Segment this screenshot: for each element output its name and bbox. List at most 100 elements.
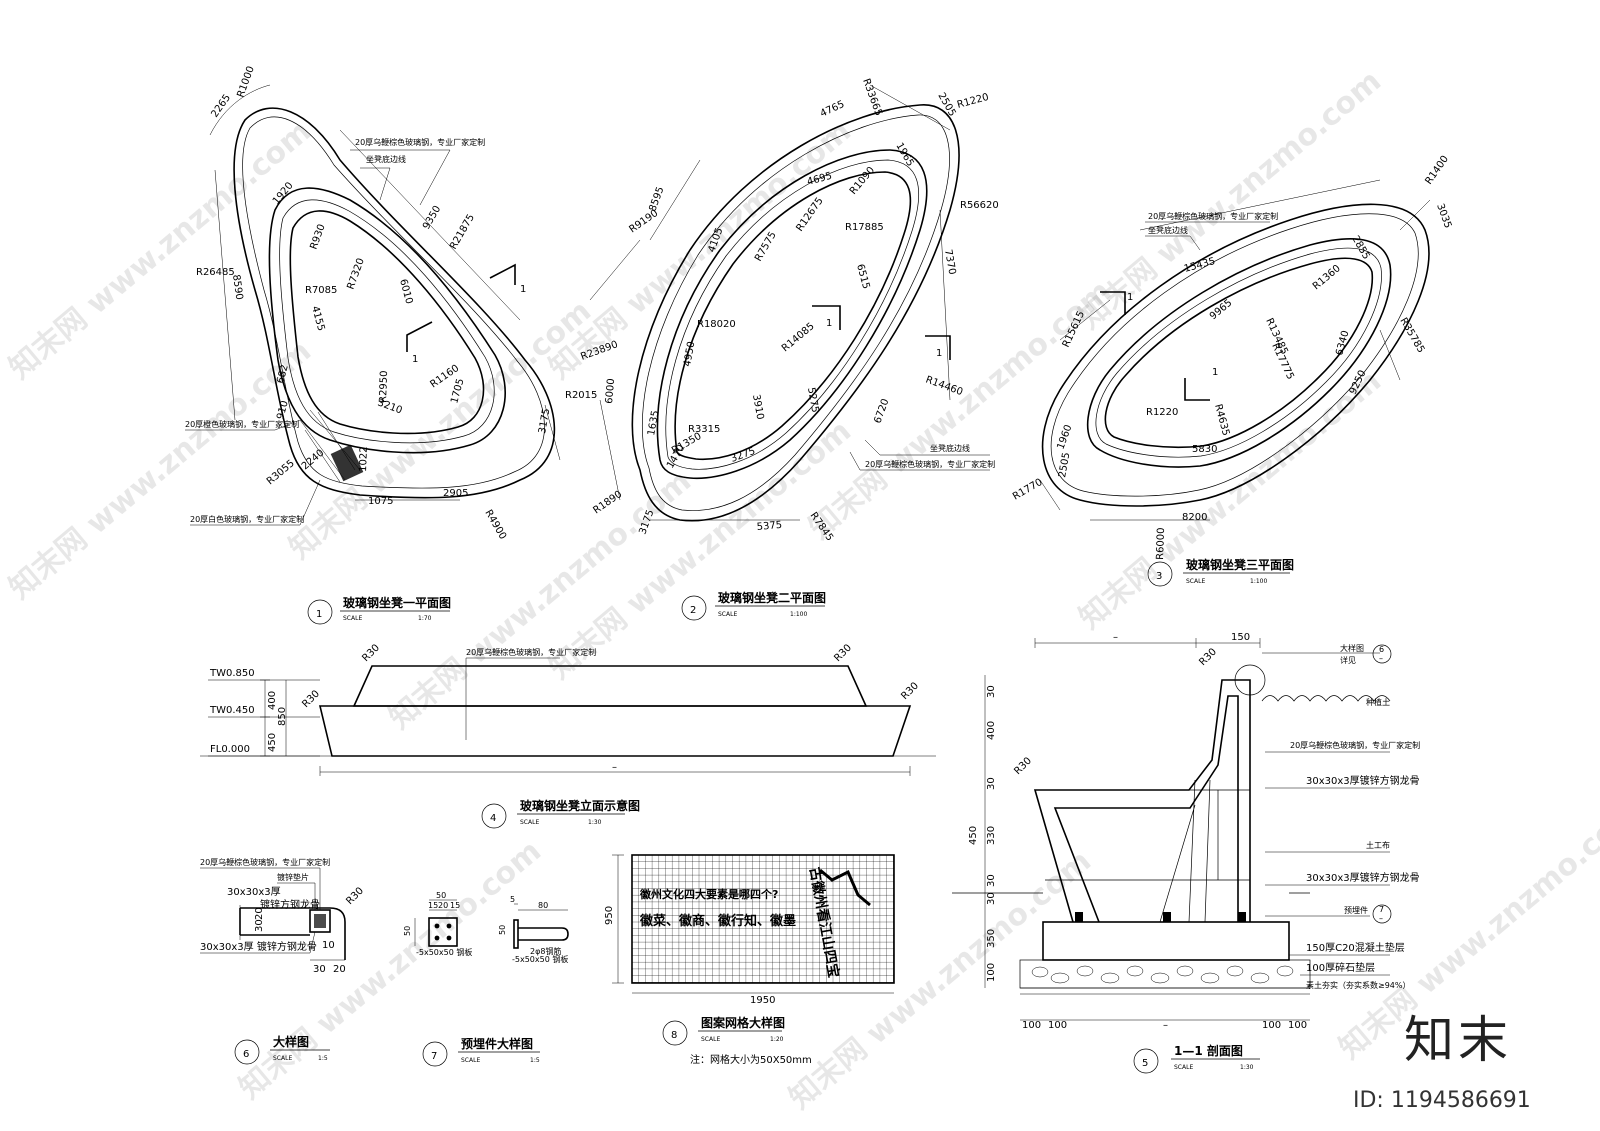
svg-text:20厚乌鞭棕色玻璃钢，专业厂家定制: 20厚乌鞭棕色玻璃钢，专业厂家定制 [1290, 740, 1420, 750]
watermark-text: 知末网 www.znzmo.com [283, 294, 598, 567]
svg-text:5: 5 [1142, 1058, 1148, 1069]
svg-text:SCALE: SCALE [461, 1057, 480, 1064]
svg-text:R7085: R7085 [305, 285, 337, 296]
svg-text:SCALE: SCALE [718, 611, 737, 618]
plan1-outer-inner-line [242, 116, 545, 489]
svg-text:30: 30 [986, 874, 997, 887]
svg-text:6720: 6720 [872, 397, 891, 425]
svg-text:玻璃钢坐凳三平面图: 玻璃钢坐凳三平面图 [1186, 557, 1294, 572]
svg-text:150厚C20混凝土垫层: 150厚C20混凝土垫层 [1306, 941, 1405, 954]
svg-text:1:5: 1:5 [318, 1055, 328, 1062]
watermark-text: 知末网 www.znzmo.com [3, 114, 318, 387]
svg-text:1:30: 1:30 [588, 819, 602, 826]
svg-text:6515: 6515 [854, 263, 871, 290]
svg-text:5: 5 [510, 895, 515, 904]
svg-text:1635: 1635 [646, 410, 661, 437]
svg-text:镀锌方钢龙骨: 镀锌方钢龙骨 [260, 898, 320, 911]
svg-text:R14460: R14460 [924, 374, 964, 398]
plan2-seat-mid [665, 159, 919, 470]
svg-text:–: – [1163, 1020, 1168, 1031]
svg-text:6340: 6340 [1334, 329, 1351, 356]
svg-text:8200: 8200 [1182, 512, 1207, 523]
svg-text:TW0.850: TW0.850 [209, 668, 255, 679]
svg-text:坐凳底边线: 坐凳底边线 [366, 154, 406, 164]
svg-text:徽州文化四大要素是哪四个?: 徽州文化四大要素是哪四个? [639, 887, 778, 901]
svg-text:20厚乌鞭棕色玻璃钢，专业厂家定制: 20厚乌鞭棕色玻璃钢，专业厂家定制 [1148, 211, 1278, 221]
plan1-seat-outer [268, 187, 506, 454]
svg-text:R30: R30 [300, 688, 322, 710]
svg-text:大样图: 大样图 [1340, 643, 1364, 653]
svg-text:4950: 4950 [682, 341, 697, 368]
image-id: ID: 1194586691 [1353, 1088, 1531, 1113]
pattern-grid-lines [632, 855, 894, 983]
svg-text:R7320: R7320 [345, 257, 366, 291]
svg-text:100: 100 [1022, 1020, 1041, 1031]
svg-text:7370: 7370 [942, 249, 957, 276]
svg-text:30: 30 [986, 892, 997, 905]
svg-text:20厚乌鞭棕色玻璃钢，专业厂家定制: 20厚乌鞭棕色玻璃钢，专业厂家定制 [200, 857, 330, 867]
plan3-seat-mid [1095, 247, 1382, 458]
svg-text:100厚碎石垫层: 100厚碎石垫层 [1306, 961, 1375, 974]
svg-text:1965: 1965 [893, 141, 915, 169]
section-marker [1100, 291, 1126, 315]
svg-text:30x30x3厚 镀锌方钢龙骨: 30x30x3厚 镀锌方钢龙骨 [200, 940, 317, 953]
svg-text:1960: 1960 [1055, 423, 1074, 451]
svg-text:大样图: 大样图 [273, 1034, 309, 1049]
svg-text:4: 4 [490, 813, 496, 824]
svg-text:100: 100 [1048, 1020, 1067, 1031]
svg-text:1: 1 [936, 348, 942, 359]
svg-text:3035: 3035 [1434, 202, 1453, 230]
watermark-text: 知末网 www.znzmo.com [1073, 364, 1388, 637]
svg-text:8590: 8590 [230, 274, 244, 301]
svg-text:SCALE: SCALE [520, 819, 539, 826]
svg-text:1022: 1022 [358, 446, 370, 472]
svg-text:100: 100 [1288, 1020, 1307, 1031]
svg-text:预埋件大样图: 预埋件大样图 [461, 1036, 533, 1051]
svg-text:1950: 1950 [750, 995, 775, 1006]
plan2-outer [631, 104, 960, 522]
svg-text:1:5: 1:5 [530, 1057, 540, 1064]
svg-text:20: 20 [333, 964, 346, 975]
svg-text:R1220: R1220 [956, 92, 990, 111]
svg-text:2φ8钢筋: 2φ8钢筋 [530, 946, 561, 956]
brand-logo: 知末 [1404, 1011, 1512, 1069]
svg-text:30: 30 [254, 919, 265, 932]
watermark-text: 知末网 www.znzmo.com [543, 114, 858, 387]
svg-text:2505: 2505 [935, 91, 957, 119]
svg-text:–: – [1113, 632, 1118, 643]
svg-text:土工布: 土工布 [1366, 840, 1390, 850]
plan3-seat-inner [1104, 257, 1374, 449]
svg-text:–: – [612, 762, 617, 773]
svg-text:徽菜、徽商、徽行知、徽墨: 徽菜、徽商、徽行知、徽墨 [639, 913, 796, 929]
svg-text:种植土: 种植土 [1366, 697, 1390, 707]
svg-text:1:70: 1:70 [418, 615, 432, 622]
detail8-title-block: 8 图案网格大样图 SCALE 1:20 注：网格大小为50X50mm [662, 1015, 812, 1066]
svg-text:SCALE: SCALE [1186, 578, 1205, 585]
plan2-seat-inner [674, 171, 912, 461]
svg-text:3910: 3910 [750, 394, 765, 421]
svg-text:1: 1 [826, 318, 832, 329]
svg-text:坐凳底边线: 坐凳底边线 [1148, 225, 1188, 235]
gravel-pattern [1031, 965, 1294, 984]
svg-text:R6000: R6000 [1155, 527, 1167, 560]
plan3-title-block: 3 玻璃钢坐凳三平面图 SCALE 1:100 [1147, 557, 1294, 587]
svg-text:素土夯实（夯实系数≥94%）: 素土夯实（夯实系数≥94%） [1306, 980, 1410, 990]
svg-text:682: 682 [275, 363, 291, 384]
section-marker [812, 305, 841, 330]
svg-text:30: 30 [986, 777, 997, 790]
svg-text:–: – [1379, 654, 1383, 663]
svg-text:15435: 15435 [1183, 256, 1217, 275]
svg-text:450: 450 [968, 826, 979, 845]
svg-text:15: 15 [450, 901, 460, 910]
svg-text:R21875: R21875 [448, 212, 477, 251]
svg-text:50: 50 [403, 926, 412, 936]
svg-text:400: 400 [986, 721, 997, 740]
elev4-title-block: 4 玻璃钢坐凳立面示意图 SCALE 1:30 [481, 798, 640, 829]
plan1-seat-mid [279, 199, 495, 444]
svg-text:详见: 详见 [1340, 655, 1356, 665]
svg-text:R30: R30 [899, 680, 921, 702]
svg-text:注：网格大小为50X50mm: 注：网格大小为50X50mm [690, 1053, 812, 1066]
section-marker [1184, 378, 1210, 401]
svg-text:5275: 5275 [805, 387, 820, 414]
svg-text:R930: R930 [308, 223, 327, 251]
